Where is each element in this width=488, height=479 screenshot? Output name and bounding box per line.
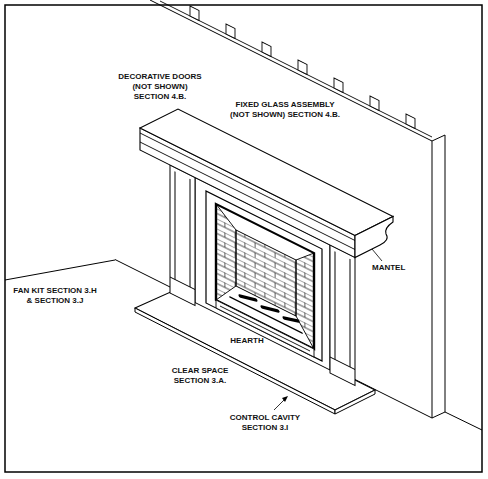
wall-edge: [432, 135, 445, 418]
frame-border: [5, 5, 482, 472]
part-label: HEARTH: [217, 336, 277, 346]
log: [262, 303, 278, 315]
pillar-plinth: [330, 357, 355, 370]
leader-arrowhead: [282, 396, 288, 402]
part-label: DECORATIVE DOORS (NOT SHOWN) SECTION 4.B…: [114, 72, 206, 102]
top-plate: [160, 1, 432, 137]
firebox-back: [236, 230, 296, 316]
pillar-detail: [334, 252, 335, 360]
stud: [334, 78, 343, 93]
firebox-side: [216, 204, 236, 310]
log: [240, 292, 256, 304]
pillar-detail: [349, 259, 350, 367]
stud: [298, 60, 307, 75]
leader-line: [372, 249, 382, 261]
part-label: MANTEL: [372, 263, 422, 273]
firebox-side: [296, 244, 314, 349]
floor-edge: [445, 412, 482, 430]
hearth-side: [335, 390, 375, 414]
part-label: CLEAR SPACE SECTION 3.A.: [164, 366, 236, 386]
stud: [226, 24, 235, 39]
part-label: FAN KIT SECTION 3.H & SECTION 3.J: [10, 286, 100, 306]
part-label: FIXED GLASS ASSEMBLY (NOT SHOWN) SECTION…: [228, 100, 342, 120]
floor-edge: [5, 260, 115, 280]
stud: [190, 6, 199, 21]
stud: [406, 114, 415, 129]
log: [284, 314, 298, 325]
stud-blocks: [190, 6, 415, 129]
louver-panel: [216, 300, 314, 357]
wall-corner: [431, 141, 432, 418]
right-pillar: [330, 245, 355, 386]
pillar-detail: [189, 179, 190, 287]
part-label: CONTROL CAVITY SECTION 3.I: [222, 413, 308, 433]
louver: [216, 300, 314, 357]
pillar-plinth: [170, 277, 195, 290]
pillar-detail: [174, 172, 175, 280]
wall-plane: [115, 0, 432, 418]
stud: [370, 96, 379, 111]
left-pillar: [170, 165, 195, 306]
stud: [262, 42, 271, 57]
mantel-top: [140, 109, 393, 236]
